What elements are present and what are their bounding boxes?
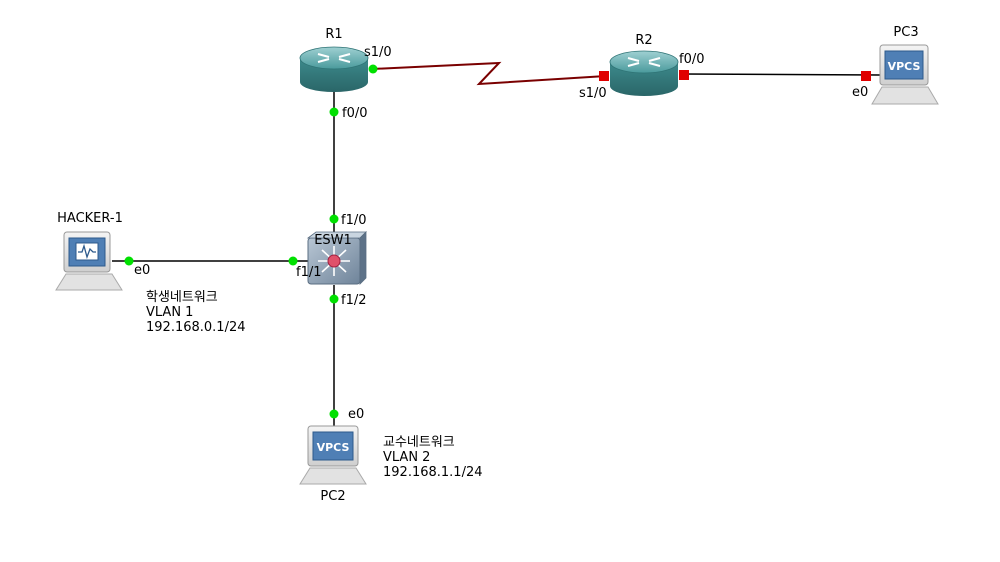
port-dot-r1-s1-0 xyxy=(368,64,378,74)
note-line: 192.168.1.1/24 xyxy=(383,465,483,480)
pc-pc3[interactable]: VPCS xyxy=(871,44,939,105)
port-label-esw-f1-2: f1/2 xyxy=(341,293,367,308)
router-r1-label: R1 xyxy=(325,27,342,42)
port-dot-pc2-e0 xyxy=(329,409,339,419)
port-label-esw-f1-0: f1/0 xyxy=(341,213,367,228)
link-r2-pc3[interactable] xyxy=(681,73,881,76)
port-dot-esw-f1-1 xyxy=(288,256,298,266)
port-dot-r1-f0-0 xyxy=(329,107,339,117)
port-label-pc3-e0: e0 xyxy=(852,85,868,100)
router-arrows-icon xyxy=(317,53,351,63)
host-hacker-1[interactable] xyxy=(55,231,123,291)
port-dot-pc3-e0 xyxy=(861,71,871,81)
router-r1[interactable] xyxy=(299,46,369,92)
port-label-hacker-e0: e0 xyxy=(134,263,150,278)
note-line: VLAN 2 xyxy=(383,450,430,465)
port-dot-r2-f0-0 xyxy=(679,70,689,80)
vpcs-screen-text: VPCS xyxy=(888,60,921,73)
note-faculty-network: 교수네트워크 VLAN 2 192.168.1.1/24 xyxy=(383,435,483,480)
vpcs-screen-text: VPCS xyxy=(317,441,350,454)
pc-pc2[interactable]: VPCS xyxy=(299,425,367,485)
switch-esw1[interactable] xyxy=(306,231,367,285)
note-line: 교수네트워크 xyxy=(383,435,455,450)
switch-esw1-label: ESW1 xyxy=(314,233,352,248)
pc3-label: PC3 xyxy=(893,25,918,40)
port-label-r2-s1-0: s1/0 xyxy=(579,86,607,101)
router-r2[interactable] xyxy=(609,50,679,96)
pc2-label: PC2 xyxy=(320,489,345,504)
note-line: 학생네트워크 xyxy=(146,290,218,305)
port-label-r1-f0-0: f0/0 xyxy=(342,106,368,121)
note-line: VLAN 1 xyxy=(146,305,193,320)
note-line: 192.168.0.1/24 xyxy=(146,320,246,335)
port-label-r1-s1-0: s1/0 xyxy=(364,45,392,60)
monitor-waveform-icon xyxy=(75,242,99,261)
note-student-network: 학생네트워크 VLAN 1 192.168.0.1/24 xyxy=(146,290,246,335)
port-dot-esw-f1-2 xyxy=(329,294,339,304)
port-label-esw-f1-1: f1/1 xyxy=(296,265,322,280)
port-label-pc2-e0: e0 xyxy=(348,407,364,422)
port-label-r2-f0-0: f0/0 xyxy=(679,52,705,67)
router-r2-label: R2 xyxy=(635,33,652,48)
hacker-1-label: HACKER-1 xyxy=(57,211,123,226)
router-arrows-icon xyxy=(627,57,661,67)
port-dot-hacker-e0 xyxy=(124,256,134,266)
port-dot-esw-f1-0 xyxy=(329,214,339,224)
link-r1-r2-serial[interactable] xyxy=(371,61,607,86)
port-dot-r2-s1-0 xyxy=(599,71,609,81)
